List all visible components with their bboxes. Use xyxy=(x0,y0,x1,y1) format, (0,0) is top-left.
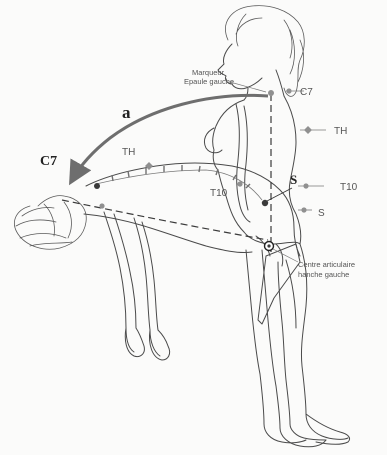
s-upright-marker xyxy=(301,207,306,212)
c7-bent-gray-marker xyxy=(99,203,104,208)
upright-leg-inner xyxy=(262,250,296,428)
spine-tick xyxy=(216,169,218,175)
s-bent-label: S xyxy=(290,172,297,187)
t10-bent-label: T10 xyxy=(210,188,228,199)
bent-hair xyxy=(14,196,86,250)
upright-figure xyxy=(204,6,349,447)
bent-figure xyxy=(14,163,306,443)
bent-arm-1 xyxy=(104,212,136,352)
hip-leader-line xyxy=(273,249,298,262)
c7-bent-marker xyxy=(94,183,100,189)
hip-label-line2: hanche gauche xyxy=(298,270,349,279)
bent-arm-2 xyxy=(134,218,160,356)
th-upright-label: TH xyxy=(334,126,347,137)
hip-joint-dot xyxy=(267,244,270,247)
shoulder-marker-dot xyxy=(268,90,274,96)
upright-hair xyxy=(225,6,304,97)
upright-back xyxy=(284,96,301,244)
c7-upright-marker xyxy=(286,88,291,93)
t10-upright-marker xyxy=(303,183,308,188)
marker-label-line1: Marqueur xyxy=(192,68,225,77)
arrow-label: a xyxy=(122,103,131,122)
bent-under xyxy=(84,214,252,253)
hip-label-line1: Centre articulaire xyxy=(298,260,355,269)
marker-label-line2: Epaule gauche xyxy=(184,77,234,86)
t10-upright-label: T10 xyxy=(340,182,358,193)
upright-torso-front xyxy=(213,100,244,232)
spine-tick xyxy=(128,171,129,177)
spine-tick xyxy=(199,166,200,172)
bent-markers xyxy=(94,162,292,209)
spine-tick xyxy=(112,175,113,181)
upright-arm xyxy=(236,104,250,222)
c7-bent-label: C7 xyxy=(40,154,57,169)
s-upright-label: S xyxy=(318,208,325,219)
upright-markers xyxy=(230,82,326,213)
t10-bent-marker xyxy=(237,181,242,186)
th-bent-label: TH xyxy=(122,147,135,158)
th-upright-marker xyxy=(304,126,312,134)
bent-dashed-line xyxy=(62,200,268,240)
bent-back-leg xyxy=(246,250,306,443)
c7-upright-label: C7 xyxy=(300,87,313,98)
